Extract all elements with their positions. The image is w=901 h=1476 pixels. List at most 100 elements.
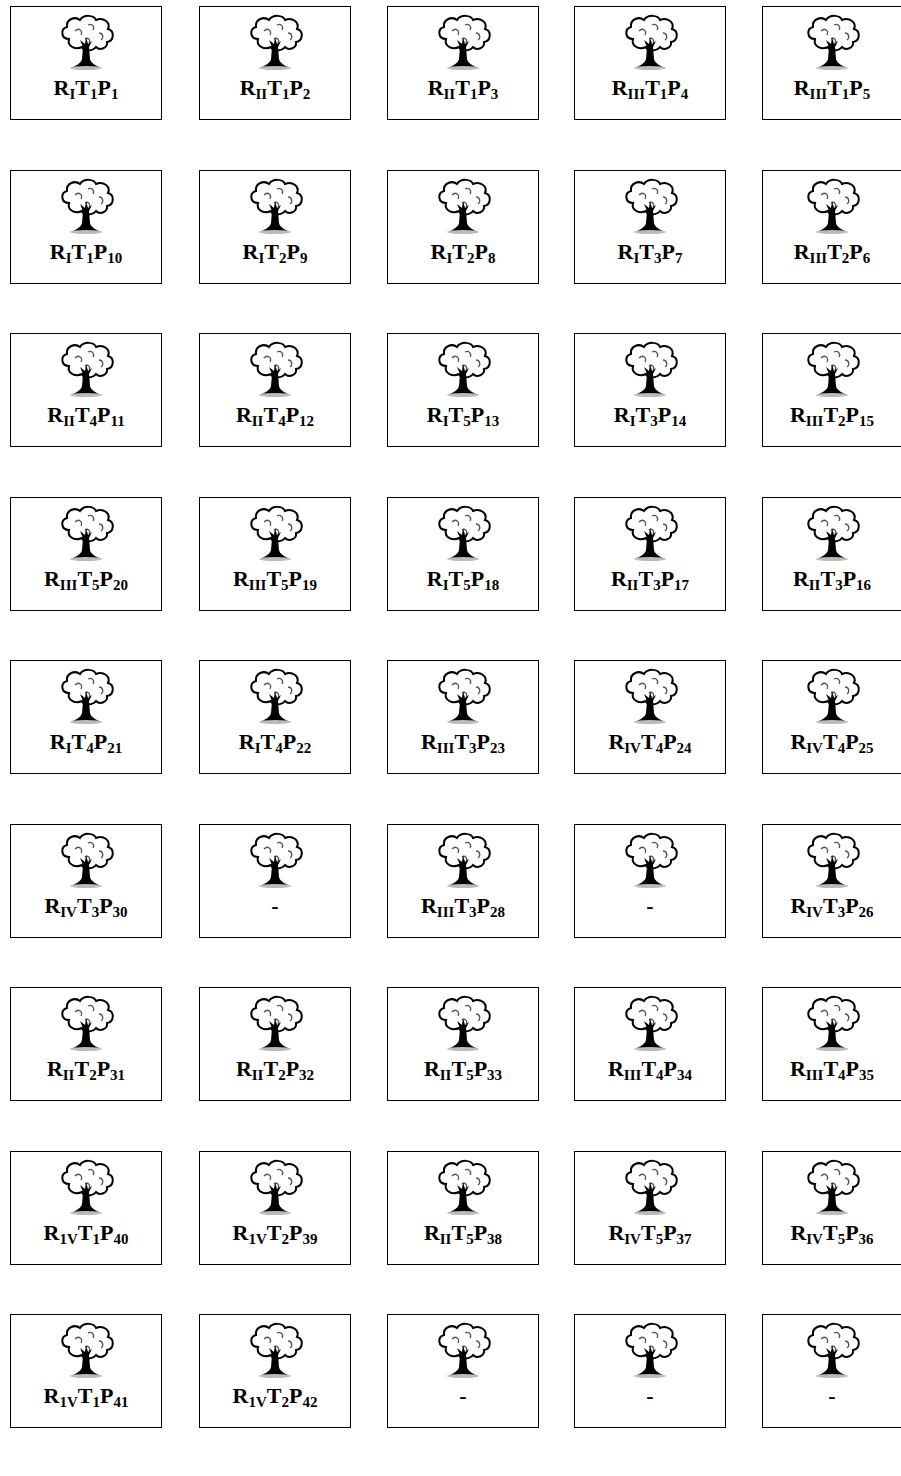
tree-box: RIIT3P16 bbox=[762, 497, 901, 611]
tree-label: - bbox=[388, 1383, 538, 1409]
tree-icon bbox=[244, 667, 306, 725]
tree-icon bbox=[432, 831, 494, 889]
tree-label: R1VT2P42 bbox=[200, 1383, 350, 1409]
tree-box: RIIIT1P4 bbox=[574, 6, 726, 120]
tree-box: RIT4P21 bbox=[10, 660, 162, 774]
tree-icon bbox=[55, 177, 117, 235]
tree-label: RIIT3P16 bbox=[763, 566, 901, 592]
tree-icon bbox=[801, 1321, 863, 1379]
tree-label: RIT5P18 bbox=[388, 566, 538, 592]
tree-box: RIT1P10 bbox=[10, 170, 162, 284]
tree-box: RIVT4P25 bbox=[762, 660, 901, 774]
tree-label: RIIT5P38 bbox=[388, 1220, 538, 1246]
tree-label: RIT2P8 bbox=[388, 239, 538, 265]
tree-label: RIIIT5P20 bbox=[11, 566, 161, 592]
tree-icon bbox=[619, 13, 681, 71]
tree-icon bbox=[432, 504, 494, 562]
tree-label: RIIIT1P5 bbox=[763, 75, 901, 101]
tree-box: RIIIT4P34 bbox=[574, 987, 726, 1101]
tree-box: RIIT2P32 bbox=[199, 987, 351, 1101]
tree-box: RIIT3P17 bbox=[574, 497, 726, 611]
tree-icon bbox=[244, 831, 306, 889]
tree-icon bbox=[432, 177, 494, 235]
tree-box: RIVT3P30 bbox=[10, 824, 162, 938]
tree-box: RIIT1P2 bbox=[199, 6, 351, 120]
tree-icon bbox=[619, 177, 681, 235]
tree-icon bbox=[55, 13, 117, 71]
tree-box: - bbox=[762, 1314, 901, 1428]
tree-label: RIT2P9 bbox=[200, 239, 350, 265]
tree-icon bbox=[244, 1158, 306, 1216]
tree-box: - bbox=[574, 824, 726, 938]
tree-icon bbox=[432, 994, 494, 1052]
tree-label: - bbox=[575, 893, 725, 919]
tree-label: RIIT5P33 bbox=[388, 1056, 538, 1082]
tree-box: RIT3P14 bbox=[574, 333, 726, 447]
tree-icon bbox=[801, 340, 863, 398]
tree-icon bbox=[432, 340, 494, 398]
tree-box: RIIIT3P23 bbox=[387, 660, 539, 774]
tree-label: RIIIT3P28 bbox=[388, 893, 538, 919]
tree-box: RIIIT2P15 bbox=[762, 333, 901, 447]
tree-label: RIIT4P12 bbox=[200, 402, 350, 428]
tree-box: RIIIT2P6 bbox=[762, 170, 901, 284]
tree-icon bbox=[619, 340, 681, 398]
tree-icon bbox=[801, 667, 863, 725]
tree-icon bbox=[244, 994, 306, 1052]
tree-label: - bbox=[200, 893, 350, 919]
tree-icon bbox=[801, 13, 863, 71]
tree-icon bbox=[55, 831, 117, 889]
tree-label: RIT1P1 bbox=[11, 75, 161, 101]
tree-icon bbox=[801, 177, 863, 235]
tree-label: RIT1P10 bbox=[11, 239, 161, 265]
tree-box: RIT1P1 bbox=[10, 6, 162, 120]
tree-box: RIT2P9 bbox=[199, 170, 351, 284]
tree-label: RIT4P22 bbox=[200, 729, 350, 755]
tree-icon bbox=[619, 1321, 681, 1379]
tree-label: RIVT3P26 bbox=[763, 893, 901, 919]
tree-label: RIT4P21 bbox=[11, 729, 161, 755]
tree-box: RIIIT3P28 bbox=[387, 824, 539, 938]
tree-icon bbox=[801, 831, 863, 889]
tree-label: RIIT1P3 bbox=[388, 75, 538, 101]
tree-box: RIVT4P24 bbox=[574, 660, 726, 774]
tree-label: RIVT4P25 bbox=[763, 729, 901, 755]
tree-icon bbox=[244, 504, 306, 562]
tree-box: RIIT1P3 bbox=[387, 6, 539, 120]
tree-box: RIIT2P31 bbox=[10, 987, 162, 1101]
tree-label: RIIIT2P15 bbox=[763, 402, 901, 428]
tree-box: R1VT1P40 bbox=[10, 1151, 162, 1265]
tree-icon bbox=[55, 1321, 117, 1379]
tree-label: RIT5P13 bbox=[388, 402, 538, 428]
tree-box: R1VT2P39 bbox=[199, 1151, 351, 1265]
tree-box: RIIT4P12 bbox=[199, 333, 351, 447]
tree-icon bbox=[801, 1158, 863, 1216]
tree-icon bbox=[432, 1158, 494, 1216]
tree-box: RIVT3P26 bbox=[762, 824, 901, 938]
tree-icon bbox=[619, 504, 681, 562]
tree-label: R1VT1P41 bbox=[11, 1383, 161, 1409]
tree-label: - bbox=[575, 1383, 725, 1409]
tree-icon bbox=[432, 13, 494, 71]
tree-icon bbox=[55, 504, 117, 562]
tree-box: RIVT5P36 bbox=[762, 1151, 901, 1265]
tree-label: RIT3P14 bbox=[575, 402, 725, 428]
tree-icon bbox=[244, 340, 306, 398]
tree-box: RIIT5P38 bbox=[387, 1151, 539, 1265]
tree-icon bbox=[244, 177, 306, 235]
tree-icon bbox=[55, 1158, 117, 1216]
tree-label: RIIIT1P4 bbox=[575, 75, 725, 101]
tree-box: RIT2P8 bbox=[387, 170, 539, 284]
tree-box: RIVT5P37 bbox=[574, 1151, 726, 1265]
tree-label: RIT3P7 bbox=[575, 239, 725, 265]
tree-box: R1VT2P42 bbox=[199, 1314, 351, 1428]
tree-box: RIIIT4P35 bbox=[762, 987, 901, 1101]
tree-icon bbox=[619, 994, 681, 1052]
tree-icon bbox=[619, 831, 681, 889]
tree-icon bbox=[55, 994, 117, 1052]
tree-icon bbox=[619, 1158, 681, 1216]
tree-label: RIIIT3P23 bbox=[388, 729, 538, 755]
tree-label: RIIT1P2 bbox=[200, 75, 350, 101]
tree-box: - bbox=[574, 1314, 726, 1428]
tree-label: RIIT4P11 bbox=[11, 402, 161, 428]
